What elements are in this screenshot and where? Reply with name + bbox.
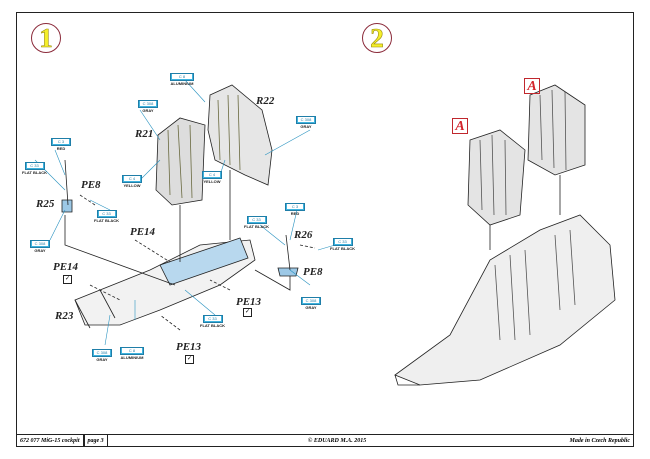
part-label-pe14: PE14 — [53, 261, 79, 273]
part-label-r23: R23 — [55, 310, 74, 322]
seat-step2-right — [527, 84, 586, 176]
footer-bar: 672 077 MiG-15 cockpit page 3 © EDUARD M… — [16, 435, 634, 447]
reference-marker-a: A — [452, 118, 468, 134]
part-label-r25: R25 — [36, 198, 55, 210]
reference-marker-a: A — [524, 78, 540, 94]
pe-part-icon: ✓ — [243, 308, 252, 317]
cockpit-step2-drawing — [394, 214, 616, 386]
part-label-pe13: PE13 — [176, 341, 202, 353]
pe-part-icon: ✓ — [63, 275, 72, 284]
step-2-marker: 2 — [362, 23, 392, 53]
seat-r22-drawing — [207, 84, 273, 186]
seat-step2-left — [467, 129, 526, 226]
footer-page: page 3 — [85, 435, 108, 446]
part-label-r26: R26 — [294, 229, 313, 241]
part-label-pe8: PE8 — [81, 179, 101, 191]
part-label-pe14: PE14 — [130, 226, 156, 238]
pe-part-icon: ✓ — [185, 355, 194, 364]
part-label-r22: R22 — [256, 95, 275, 107]
footer-copyright: © EDUARD M.A. 2015 — [307, 437, 367, 444]
seat-r21-drawing — [155, 117, 206, 206]
footer-origin: Made in Czech Republic — [569, 437, 630, 444]
step-1-marker: 1 — [31, 23, 61, 53]
page-frame — [16, 12, 634, 435]
part-label-r21: R21 — [135, 128, 154, 140]
part-label-pe13: PE13 — [236, 296, 262, 308]
part-label-pe8: PE8 — [303, 266, 323, 278]
footer-kit: 672 077 MiG-15 cockpit — [17, 435, 85, 446]
